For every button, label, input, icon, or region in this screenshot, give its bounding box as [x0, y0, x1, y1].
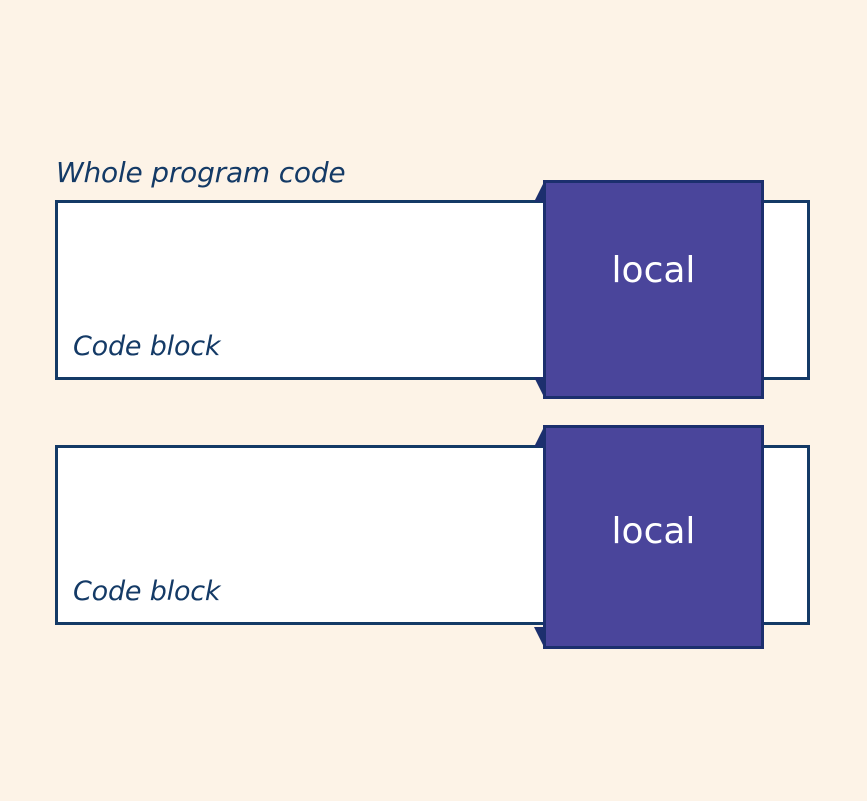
code-block-row: local Code block: [0, 180, 867, 400]
code-block-label: Code block: [73, 331, 221, 362]
code-block-bar-left: [55, 200, 555, 380]
local-scope-panel: local: [543, 180, 764, 399]
fold-corner-bottom-icon: [534, 377, 545, 399]
fold-corner-top-icon: [534, 425, 545, 447]
local-scope-label: local: [611, 249, 696, 291]
local-scope-label: local: [611, 511, 696, 552]
local-scope-panel: local: [543, 425, 764, 649]
whole-program-code-caption: Whole program code: [56, 156, 346, 189]
code-block-label: Code block: [73, 576, 221, 607]
fold-corner-bottom-icon: [534, 627, 545, 649]
fold-corner-top-icon: [534, 180, 545, 202]
code-block-row: local Code block: [0, 425, 867, 650]
code-block-bar-left: [55, 445, 555, 625]
